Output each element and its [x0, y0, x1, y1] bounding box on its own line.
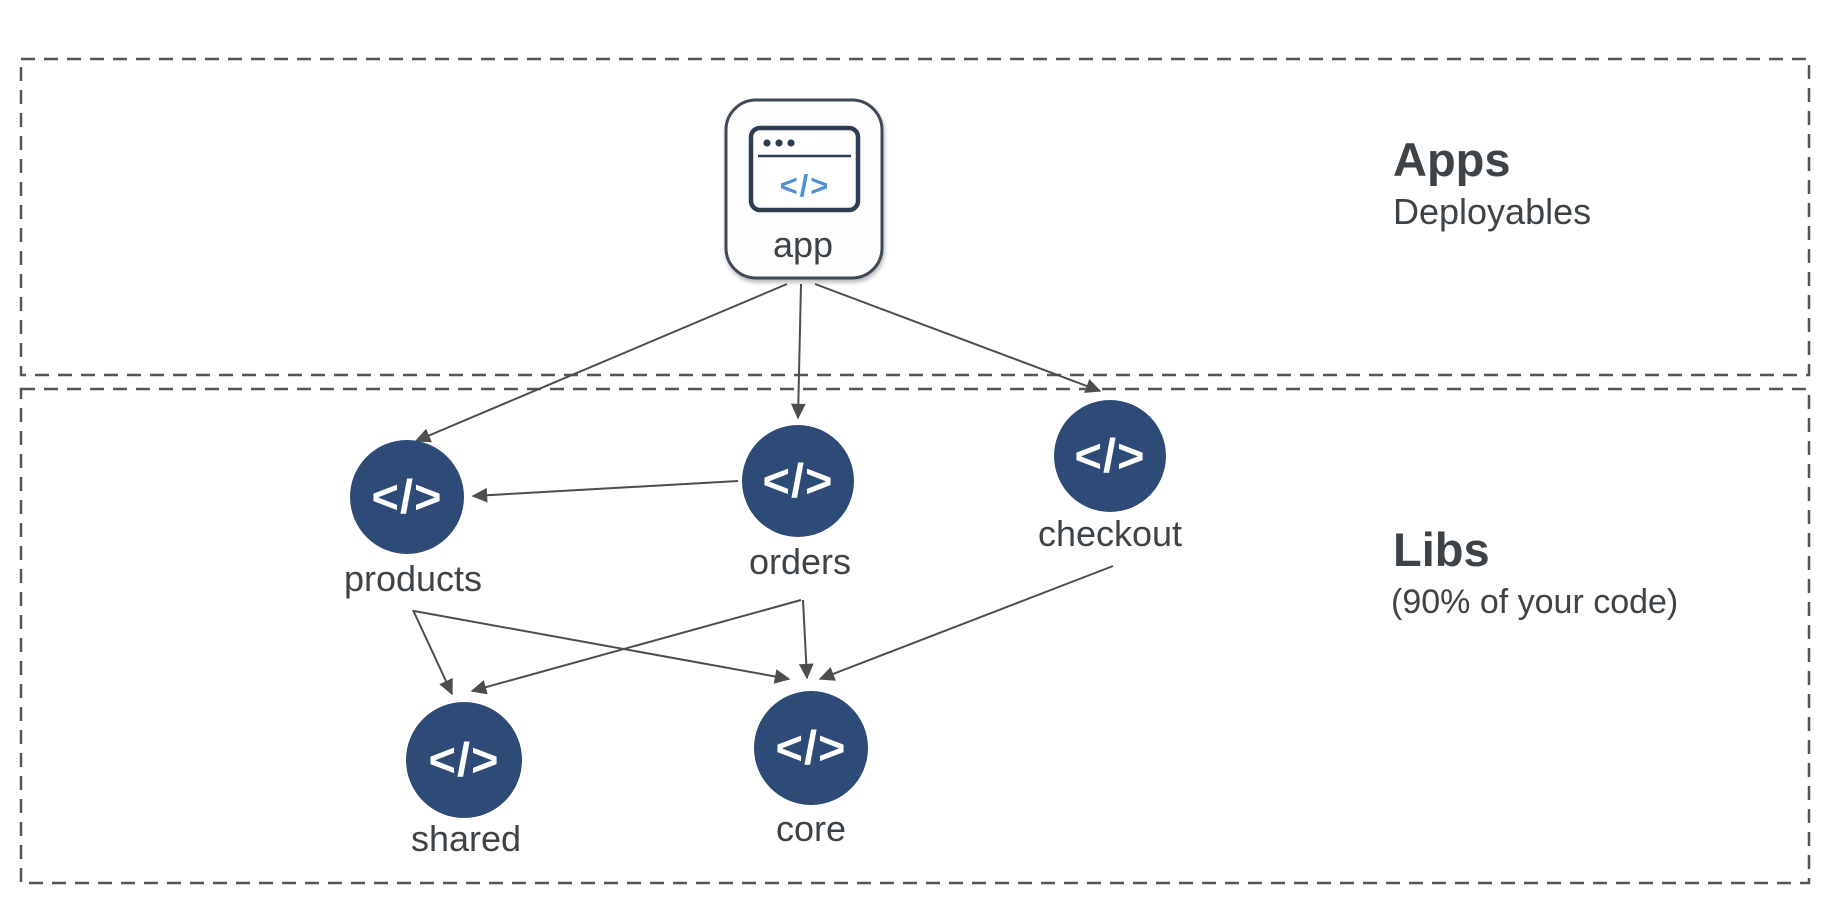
edge-orders-products [471, 480, 739, 503]
node-orders: </> orders [742, 425, 854, 582]
shared-node-label: shared [411, 818, 521, 859]
edges-group [412, 283, 1114, 696]
code-circle-icon [350, 440, 464, 554]
edge-app-orders [790, 283, 806, 420]
code-icon: </> [429, 733, 500, 786]
node-products: </> products [344, 440, 482, 599]
edge-products-shared [412, 609, 453, 696]
node-app: </> app [724, 98, 884, 280]
libs-section-box [19, 387, 1811, 885]
apps-section-box [19, 57, 1811, 377]
code-icon: </> [763, 454, 834, 507]
code-icon: </> [1075, 429, 1146, 482]
edge-products-core [413, 610, 791, 684]
apps-section-subtitle: Deployables [1393, 191, 1591, 232]
core-node-label: core [776, 808, 846, 849]
libs-section-title: Libs [1393, 523, 1490, 576]
edge-app-products [414, 283, 788, 443]
checkout-node-label: checkout [1038, 513, 1182, 554]
code-circle-icon [406, 702, 522, 818]
code-circle-icon [754, 691, 868, 805]
products-node-label: products [344, 558, 482, 599]
app-node-label: app [773, 224, 833, 265]
edge-checkout-core [818, 565, 1114, 681]
orders-node-label: orders [749, 541, 851, 582]
apps-section-title: Apps [1393, 133, 1511, 186]
code-circle-icon [742, 425, 854, 537]
code-icon: </> [776, 721, 847, 774]
browser-window-icon: </> [748, 125, 861, 213]
node-shared: </> shared [406, 702, 522, 859]
edge-orders-shared [470, 599, 802, 695]
code-icon: </> [372, 470, 443, 523]
node-checkout: </> checkout [1038, 400, 1182, 554]
node-core: </> core [754, 691, 868, 849]
edge-orders-core [798, 599, 814, 680]
browser-code-icon: </> [780, 168, 831, 203]
edge-app-checkout [814, 283, 1102, 393]
code-circle-icon [1054, 400, 1166, 512]
libs-section-subtitle: (90% of your code) [1391, 583, 1678, 621]
